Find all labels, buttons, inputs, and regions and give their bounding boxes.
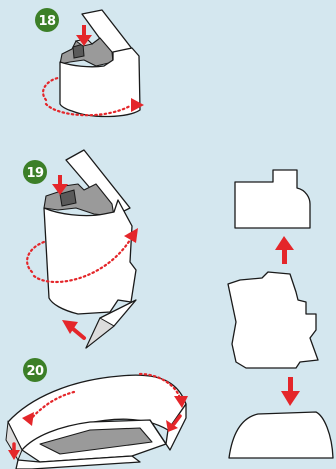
flat-piece-bottom (228, 411, 334, 459)
step-18-badge: 18 (35, 8, 59, 32)
flat-piece-middle (227, 271, 319, 369)
step-19: 19 (23, 149, 138, 349)
step-19-badge: 19 (23, 160, 47, 184)
flat-piece-top (234, 169, 311, 229)
step-18-rotate-arrow (42, 76, 144, 117)
up-arrow (275, 236, 294, 264)
step-19-model (26, 149, 138, 349)
step-19-down-arrow (52, 175, 68, 195)
step-18-model (42, 9, 144, 118)
step-19-push-arrow (62, 320, 86, 340)
step-20-number: 20 (26, 364, 44, 379)
step-18-number: 18 (38, 14, 56, 29)
step-18-down-arrow (76, 25, 92, 46)
step-19-rotate-arrow (26, 228, 138, 284)
step-19-number: 19 (26, 166, 44, 181)
step-20: 20 (5, 358, 188, 469)
step-20-right-arrow (138, 372, 188, 432)
step-20-model (5, 372, 188, 469)
step-20-badge: 20 (23, 358, 47, 382)
step-20-left-arrow (8, 390, 76, 460)
down-arrow (281, 377, 300, 406)
step-18: 18 (35, 8, 144, 118)
